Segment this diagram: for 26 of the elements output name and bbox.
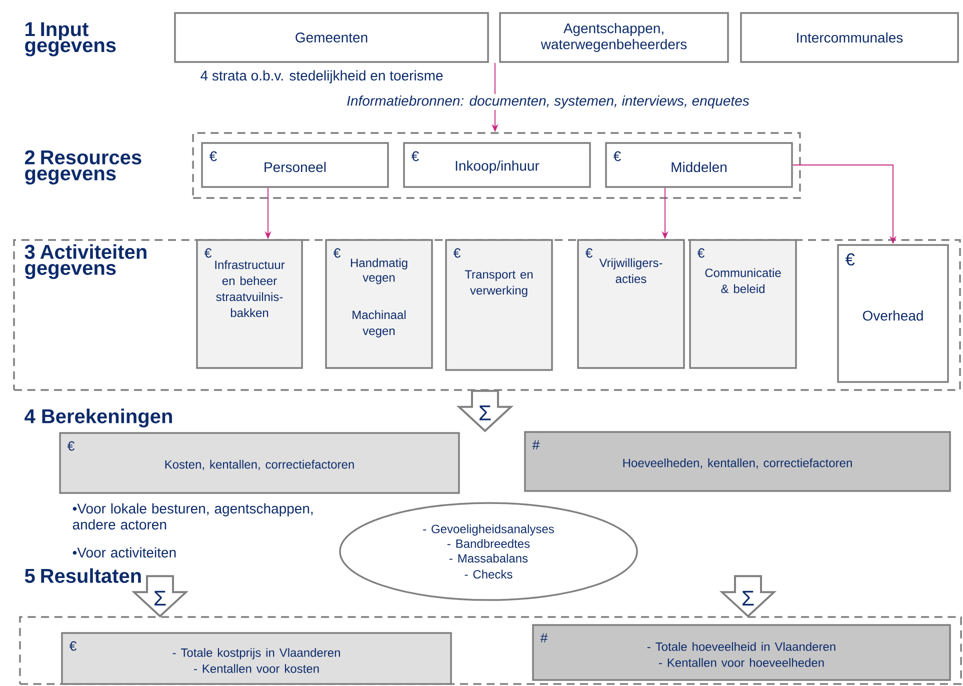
source-box: Gemeenten: [174, 12, 489, 63]
resource-box: € Middelen: [605, 142, 793, 188]
source-box: Intercommunales: [740, 12, 959, 63]
resource-box: € Inkoop/inhuur: [403, 142, 591, 188]
result-box: # - Totale hoeveelheid in Vlaanderen - Kentallen voor hoeveelheden: [532, 624, 951, 681]
section-heading: 1 Input gegevens: [25, 22, 116, 56]
resource-box: € Personeel: [201, 142, 389, 188]
activity-box: € Communicatie & beleid: [689, 239, 797, 369]
activity-box: € Vrijwilligers-acties: [577, 239, 685, 369]
section-heading: 5 Resultaten: [24, 568, 141, 583]
result-box: € - Totale kostprijs in Vlaanderen - Kentallen voor kosten: [61, 632, 452, 685]
bullet-text: •Voor lokale besturen, agentschappen, andere actoren: [72, 503, 313, 530]
bullet-text: •Voor activiteiten: [72, 547, 176, 558]
section-heading: 3 Activiteiten gegevens: [24, 244, 146, 279]
note-text: 4 strata o.b.v. stedelijkheid en toerisme: [200, 70, 443, 84]
activity-box: € Transport en verwerking: [445, 239, 553, 371]
note-text: Informatiebronnen: documenten, systemen, interviews, enquetes: [345, 94, 751, 110]
overhead-box: € Overhead: [837, 244, 949, 383]
edge-label: Σ: [478, 406, 492, 420]
section-heading: 4 Berekeningen: [24, 408, 172, 428]
activity-box: € Handmatig vegen Machinaal vegen: [325, 239, 433, 369]
section-heading: 2 Resources gegevens: [24, 150, 142, 184]
calculation-box: # Hoeveelheden, kentallen, correctiefactoren: [524, 431, 951, 492]
calculation-box: € Kosten, kentallen, correctiefactoren: [59, 432, 460, 494]
activity-box: € Infrastructuur en beheer straatvuilnis-bakken: [196, 239, 303, 369]
source-box: Agentschappen, waterwegenbeheerders: [499, 12, 729, 63]
